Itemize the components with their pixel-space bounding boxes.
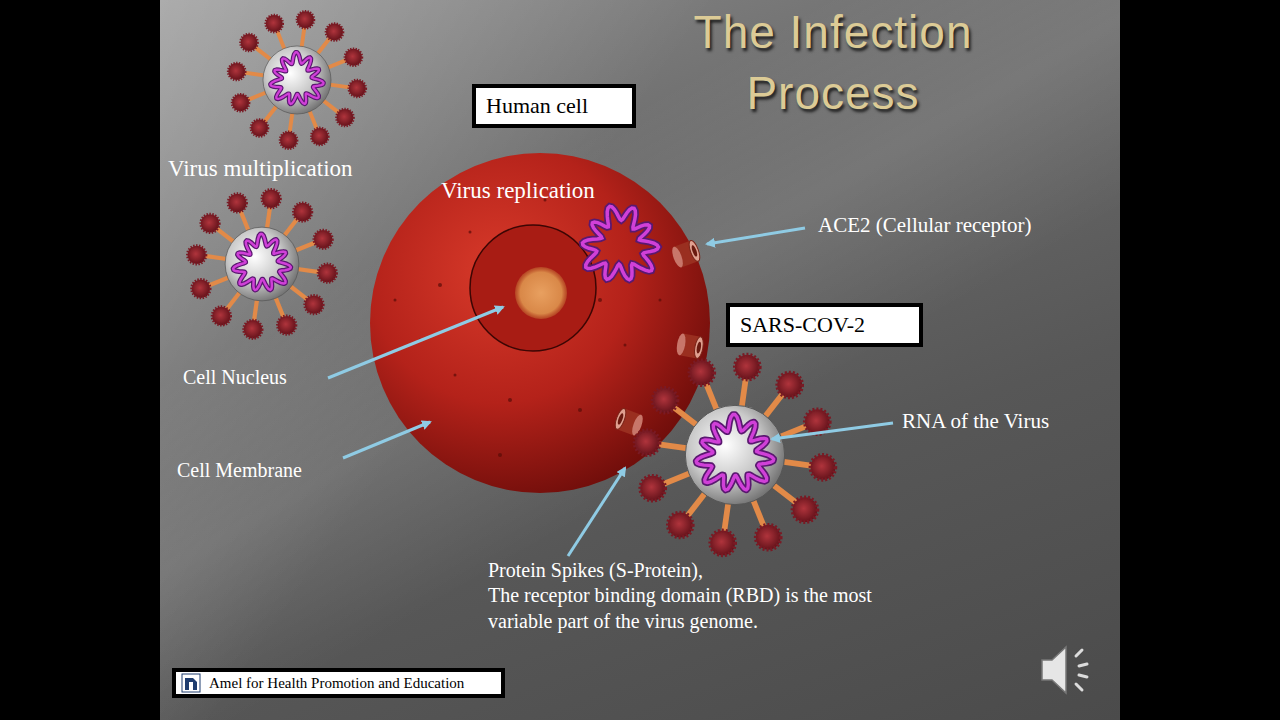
part-label: RNA of the Virus (902, 408, 1049, 435)
note-text: The receptor binding domain (RBD) is the… (488, 582, 900, 634)
slide-title: The Infection Process (668, 2, 998, 123)
virus-particle (228, 11, 366, 149)
stage-label: Virus replication (441, 176, 595, 206)
ace2-receptor (675, 333, 704, 359)
nucleus-outline (470, 225, 596, 351)
box-text: SARS-COV-2 (740, 312, 865, 338)
leader-lines (328, 228, 893, 556)
rna-strand (583, 206, 659, 279)
box-text: Human cell (486, 93, 588, 119)
box-text: Amel for Health Promotion and Education (209, 675, 464, 692)
rna-strand (583, 206, 659, 279)
cell-texture (394, 199, 662, 458)
ace2-receptor (670, 239, 702, 269)
nucleolus (515, 267, 567, 319)
label-box: SARS-COV-2 (726, 303, 923, 347)
label-box: Human cell (472, 84, 636, 128)
speaker-icon (1042, 647, 1087, 693)
logo-icon (181, 673, 201, 693)
logo-box: Amel for Health Promotion and Education (172, 668, 505, 698)
virus-particle (187, 189, 336, 338)
virus-particle (635, 355, 836, 556)
part-label: Cell Nucleus (183, 364, 287, 390)
part-label: Cell Membrane (177, 457, 302, 483)
stage-label: Virus multiplication (168, 154, 353, 184)
part-label: Protein Spikes (S-Protein), (488, 557, 703, 583)
part-label: ACE2 (Cellular receptor) (818, 212, 1031, 239)
